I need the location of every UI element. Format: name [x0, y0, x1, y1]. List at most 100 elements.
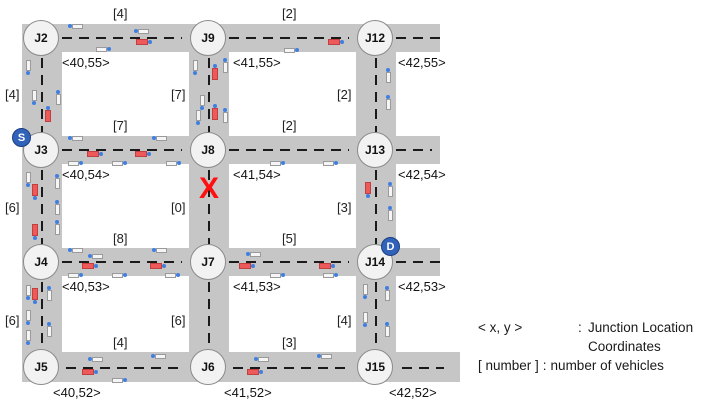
- vehicle-icon: [270, 160, 286, 166]
- lane-divider: [208, 282, 210, 348]
- vehicle-icon: [192, 60, 198, 76]
- junction-j7[interactable]: J7: [190, 244, 226, 280]
- vehicle-icon: [112, 160, 128, 166]
- legend-separator: :: [578, 320, 582, 335]
- lane-divider: [41, 282, 43, 348]
- legend-separator: :: [542, 358, 547, 373]
- vehicle-icon: [328, 39, 344, 45]
- legend-coord-desc-2: Coordinates: [588, 339, 661, 354]
- vehicle-icon: [222, 108, 228, 124]
- vehicle-icon: [45, 106, 51, 122]
- junction-j6[interactable]: J6: [190, 349, 226, 385]
- lane-divider: [396, 37, 440, 39]
- vehicle-icon: [387, 206, 393, 222]
- vehicle-icon: [88, 356, 104, 362]
- vehicle-icon: [323, 272, 339, 278]
- junction-coord-label: <40,55>: [62, 55, 110, 70]
- lane-divider: [208, 170, 210, 244]
- junction-j13[interactable]: J13: [357, 132, 393, 168]
- vehicle-icon: [151, 353, 167, 359]
- legend-coord-desc: Junction Location: [588, 320, 694, 335]
- vehicle-icon: [82, 369, 98, 375]
- junction-j5[interactable]: J5: [23, 349, 59, 385]
- road-count-j5-j6: [4]: [113, 335, 128, 350]
- legend-count-key: [ number ]: [478, 358, 539, 373]
- vehicle-icon: [384, 322, 390, 338]
- lane-divider: [41, 170, 43, 244]
- vehicle-icon: [25, 285, 31, 301]
- vehicle-icon: [319, 263, 335, 269]
- vehicle-icon: [88, 253, 104, 259]
- source-marker-icon: S: [12, 128, 31, 147]
- lane-divider: [233, 367, 349, 369]
- lane-divider: [62, 261, 182, 263]
- junction-j2[interactable]: J2: [23, 20, 59, 56]
- junction-coord-label: <42,52>: [389, 385, 437, 400]
- vehicle-icon: [212, 104, 218, 120]
- vehicle-icon: [385, 68, 391, 84]
- lane-divider: [229, 37, 349, 39]
- vehicle-icon: [212, 64, 218, 80]
- vehicle-icon: [32, 288, 38, 304]
- vehicle-icon: [25, 310, 31, 326]
- vehicle-icon: [68, 247, 84, 253]
- vehicle-icon: [46, 286, 52, 302]
- lane-divider: [375, 282, 377, 348]
- lane-divider: [62, 149, 182, 151]
- vehicle-icon: [68, 23, 84, 29]
- vehicle-icon: [135, 151, 151, 157]
- vehicle-icon: [365, 182, 371, 198]
- vehicle-icon: [246, 251, 262, 257]
- lane-divider: [229, 149, 349, 151]
- road-count-j6-j15: [3]: [282, 335, 297, 350]
- vehicle-icon: [25, 60, 31, 76]
- junction-j12[interactable]: J12: [357, 20, 393, 56]
- blocked-road-icon: X: [199, 172, 220, 205]
- junction-j8[interactable]: J8: [190, 132, 226, 168]
- vehicle-icon: [112, 272, 128, 278]
- road-count-j3-j4: [6]: [5, 200, 20, 215]
- vehicle-icon: [222, 58, 228, 74]
- junction-coord-label: <42,55>: [398, 55, 446, 70]
- vehicle-icon: [112, 377, 128, 383]
- legend: < x, y > : Junction Location Coordinates…: [478, 318, 693, 375]
- road-count-j9-j12: [2]: [282, 6, 297, 21]
- junction-coord-label: <42,54>: [398, 167, 446, 182]
- road-count-j3-j8: [7]: [113, 118, 128, 133]
- road-count-j13-j14: [3]: [337, 200, 352, 215]
- vehicle-icon: [32, 184, 38, 200]
- vehicle-icon: [68, 135, 84, 141]
- lane-divider: [208, 58, 210, 132]
- junction-coord-label: <41,55>: [233, 55, 281, 70]
- junction-coord-label: <40,54>: [62, 167, 110, 182]
- legend-row-count: [ number ] : number of vehicles: [478, 356, 693, 375]
- vehicle-icon: [68, 160, 84, 166]
- legend-count-desc: number of vehicles: [550, 358, 664, 373]
- vehicle-icon: [195, 110, 201, 126]
- vehicle-icon: [54, 220, 60, 236]
- vehicle-icon: [362, 312, 368, 328]
- road-count-j8-j7: [0]: [171, 200, 186, 215]
- vehicle-icon: [46, 322, 52, 338]
- vehicle-icon: [247, 369, 263, 375]
- vehicle-icon: [25, 330, 31, 346]
- vehicle-icon: [150, 263, 166, 269]
- vehicle-icon: [54, 200, 60, 216]
- junction-j4[interactable]: J4: [23, 244, 59, 280]
- road-count-j7-j14: [5]: [282, 231, 297, 246]
- vehicle-icon: [384, 286, 390, 302]
- lane-divider: [402, 367, 444, 369]
- lane-divider: [375, 58, 377, 132]
- road-count-j4-j7: [8]: [113, 231, 128, 246]
- junction-j9[interactable]: J9: [190, 20, 226, 56]
- vehicle-icon: [323, 160, 339, 166]
- lane-divider: [41, 58, 43, 132]
- junction-j15[interactable]: J15: [357, 349, 393, 385]
- road-count-j9-j8: [7]: [171, 87, 186, 102]
- lane-divider: [66, 367, 182, 369]
- junction-coord-label: <41,54>: [233, 167, 281, 182]
- road-count-j2-j9: [4]: [113, 6, 128, 21]
- road-count-j14-j15: [4]: [337, 313, 352, 328]
- vehicle-icon: [136, 39, 152, 45]
- legend-row-coordinates: < x, y > : Junction Location: [478, 318, 693, 337]
